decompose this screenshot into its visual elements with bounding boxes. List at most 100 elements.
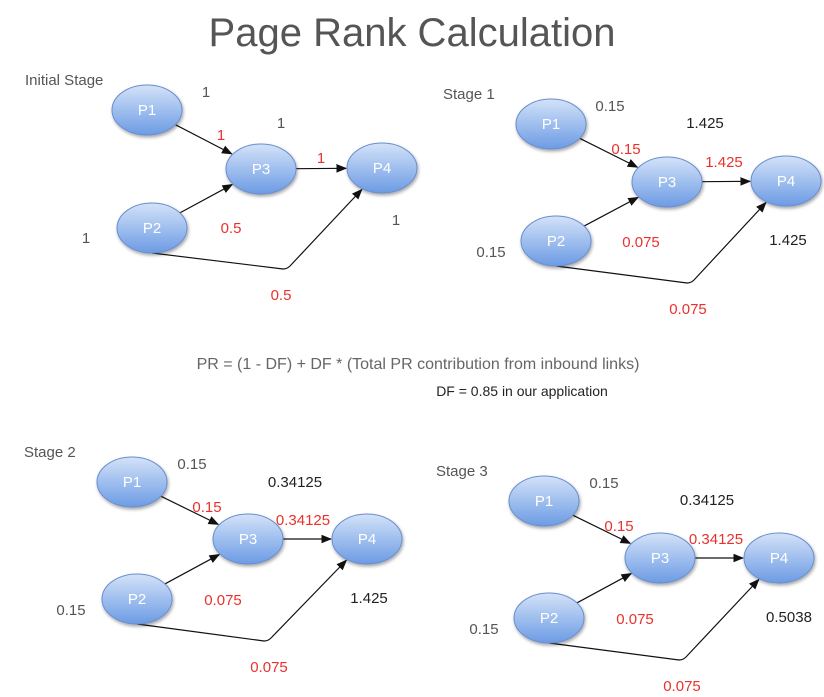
contrib-p2-p3: 0.5 [221, 220, 242, 237]
pr-value-p1: 0.15 [595, 98, 624, 115]
pr-value-p3: 0.34125 [680, 492, 734, 509]
stage-label: Initial Stage [25, 72, 103, 89]
pr-value-p2: 0.15 [469, 621, 498, 638]
node-p2: P2 [101, 573, 173, 625]
node-shape [624, 532, 696, 584]
node-shape [513, 592, 585, 644]
node-shape [116, 202, 188, 254]
node-shape [111, 84, 183, 136]
edge-p2-p4 [548, 578, 760, 661]
pr-value-p4: 1.425 [350, 590, 388, 607]
edge-p1-p3 [579, 137, 639, 168]
node-label: P1 [138, 102, 156, 119]
edge-p2-p4 [136, 559, 348, 642]
node-shape [515, 98, 587, 150]
node-shape [750, 155, 822, 207]
node-shape [631, 156, 703, 208]
node-shape [331, 513, 403, 565]
node-shape [96, 456, 168, 508]
node-label: P3 [239, 531, 257, 548]
node-shape [520, 215, 592, 267]
node-label: P1 [123, 474, 141, 491]
node-p4: P4 [346, 142, 418, 194]
node-label: P2 [128, 591, 146, 608]
edge-p2-p4 [151, 188, 363, 270]
pr-value-p3: 1.425 [686, 115, 724, 132]
node-shape [508, 475, 580, 527]
contrib-p2-p4: 0.075 [669, 301, 707, 318]
pr-value-p4: 1 [392, 212, 400, 229]
node-p1: P1 [96, 456, 168, 508]
contrib-p3-p4: 1 [317, 150, 325, 167]
node-p1: P1 [111, 84, 183, 136]
pr-value-p4: 1.425 [769, 232, 807, 249]
stage-label: Stage 3 [436, 463, 488, 480]
contrib-p2-p4: 0.5 [271, 287, 292, 304]
contrib-p2-p4: 0.075 [250, 659, 288, 676]
node-shape [743, 532, 815, 584]
contrib-p3-p4: 0.34125 [689, 531, 743, 548]
edge-p2-p3 [164, 554, 221, 585]
node-label: P4 [373, 160, 391, 177]
pr-value-p3: 0.34125 [268, 474, 322, 491]
node-p4: P4 [750, 155, 822, 207]
node-shape [101, 573, 173, 625]
df-note: DF = 0.85 in our application [436, 383, 608, 399]
edge-p2-p3 [583, 196, 639, 227]
node-label: P4 [358, 531, 376, 548]
node-shape [346, 142, 418, 194]
node-p1: P1 [508, 475, 580, 527]
contrib-p3-p4: 0.34125 [276, 512, 330, 529]
edge-p1-p3 [160, 495, 220, 525]
node-p2: P2 [116, 202, 188, 254]
node-p3: P3 [631, 156, 703, 208]
contrib-p1-p3: 0.15 [604, 518, 633, 535]
node-label: P3 [252, 161, 270, 178]
node-label: P4 [777, 173, 795, 190]
node-p3: P3 [225, 143, 297, 195]
node-p2: P2 [520, 215, 592, 267]
node-label: P1 [542, 116, 560, 133]
contrib-p2-p3: 0.075 [616, 611, 654, 628]
edge-p1-p3 [175, 124, 233, 155]
edge-p1-p3 [572, 514, 632, 544]
contrib-p1-p3: 0.15 [611, 141, 640, 158]
pr-value-p3: 1 [277, 115, 285, 132]
pr-value-p2: 0.15 [56, 602, 85, 619]
edge-p2-p3 [576, 573, 633, 604]
page-title: Page Rank Calculation [209, 11, 616, 55]
formula-text: PR = (1 - DF) + DF * (Total PR contribut… [197, 356, 640, 373]
pr-value-p2: 1 [82, 230, 90, 247]
contrib-p2-p3: 0.075 [204, 592, 242, 609]
pr-value-p1: 1 [202, 84, 210, 101]
node-label: P2 [143, 220, 161, 237]
pr-value-p2: 0.15 [476, 244, 505, 261]
node-p3: P3 [212, 513, 284, 565]
node-label: P3 [658, 174, 676, 191]
pr-value-p1: 0.15 [589, 475, 618, 492]
node-label: P4 [770, 550, 788, 567]
contrib-p2-p4: 0.075 [663, 678, 701, 695]
pr-value-p4: 0.5038 [766, 609, 812, 626]
edge-p2-p4 [555, 201, 767, 284]
node-label: P2 [547, 233, 565, 250]
contrib-p1-p3: 1 [217, 127, 225, 144]
stage-label: Stage 1 [443, 86, 495, 103]
node-p4: P4 [743, 532, 815, 584]
node-p3: P3 [624, 532, 696, 584]
contrib-p3-p4: 1.425 [705, 154, 743, 171]
node-p4: P4 [331, 513, 403, 565]
contrib-p1-p3: 0.15 [192, 499, 221, 516]
node-shape [212, 513, 284, 565]
edge-p2-p3 [179, 184, 234, 214]
stage-label: Stage 2 [24, 444, 76, 461]
node-p1: P1 [515, 98, 587, 150]
contrib-p2-p3: 0.075 [622, 234, 660, 251]
node-shape [225, 143, 297, 195]
